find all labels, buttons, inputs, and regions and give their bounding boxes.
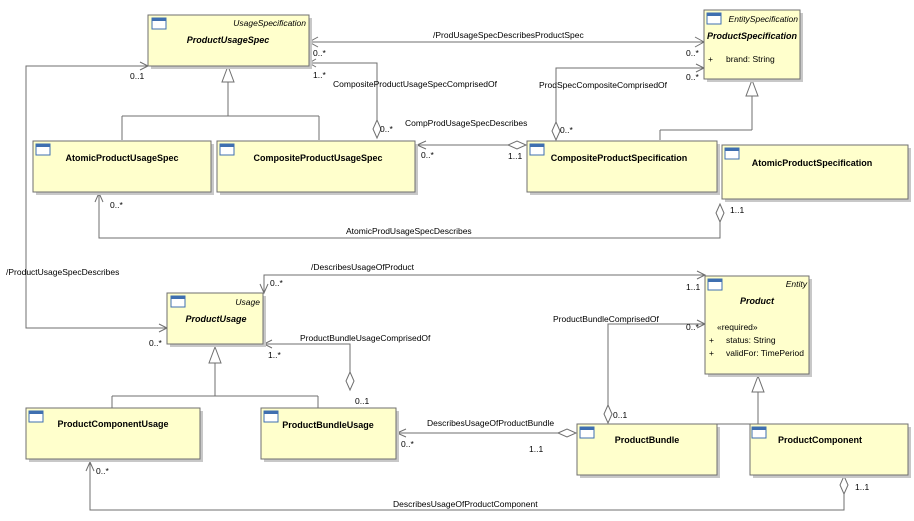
class-name: AtomicProductUsageSpec	[65, 153, 178, 163]
multiplicity: 1..*	[268, 350, 281, 360]
assoc-label: ProductBundleUsageComprisedOf	[300, 333, 431, 343]
multiplicity: 0..*	[686, 48, 699, 58]
assoc-label: /DescribesUsageOfProduct	[311, 262, 415, 272]
class-name: CompositeProductUsageSpec	[253, 153, 382, 163]
generalization-product	[690, 374, 765, 425]
stereotype-label: EntitySpecification	[729, 14, 799, 24]
multiplicity: 0..1	[355, 396, 369, 406]
class-product-usage[interactable]: Usage ProductUsage	[166, 292, 266, 347]
multiplicity: 0..*	[270, 278, 283, 288]
multiplicity: 0..*	[686, 322, 699, 332]
assoc-label: DescribesUsageOfProductComponent	[393, 499, 538, 509]
generalization-product-usage	[111, 345, 319, 408]
assoc-comp-prod-usage-spec-describes[interactable]	[415, 140, 528, 150]
assoc-describes-usage-of-product[interactable]	[259, 270, 707, 295]
assoc-label: AtomicProdUsageSpecDescribes	[346, 226, 472, 236]
class-product-bundle-usage[interactable]: ProductBundleUsage	[260, 407, 399, 462]
attribute-visibility: +	[709, 348, 714, 358]
assoc-describes-usage-of-product-component[interactable]	[85, 460, 849, 511]
multiplicity: 1..1	[686, 282, 700, 292]
assoc-label: ProdSpecCompositeComprisedOf	[539, 80, 668, 90]
class-name: ProductBundleUsage	[282, 420, 374, 430]
assoc-label: ProductBundleComprisedOf	[553, 314, 659, 324]
multiplicity: 1..1	[529, 444, 543, 454]
attribute-brand: brand: String	[726, 54, 775, 64]
class-name: ProductComponent	[778, 435, 862, 445]
stereotype-label: UsageSpecification	[233, 18, 306, 28]
class-product-specification[interactable]: EntitySpecification ProductSpecification…	[703, 9, 803, 82]
multiplicity: 0..*	[110, 200, 123, 210]
multiplicity: 0..*	[149, 338, 162, 348]
class-name: CompositeProductSpecification	[551, 153, 688, 163]
generalization-product-specification	[659, 78, 759, 140]
attribute-valid-for: validFor: TimePeriod	[726, 348, 804, 358]
class-composite-product-specification[interactable]: CompositeProductSpecification	[526, 140, 720, 195]
attribute-section-required: «required»	[717, 322, 758, 332]
class-product-bundle[interactable]: ProductBundle	[576, 423, 720, 478]
multiplicity: 0..*	[560, 125, 573, 135]
multiplicity: 0..*	[686, 72, 699, 82]
class-name: ProductBundle	[615, 435, 680, 445]
assoc-describes-usage-of-product-bundle[interactable]	[395, 428, 578, 438]
assoc-label: DescribesUsageOfProductBundle	[427, 418, 554, 428]
assoc-label: /ProductUsageSpecDescribes	[6, 267, 119, 277]
class-atomic-product-specification[interactable]: AtomicProductSpecification	[721, 144, 911, 202]
class-product[interactable]: Entity Product «required» + status: Stri…	[704, 275, 812, 377]
class-name: AtomicProductSpecification	[752, 158, 873, 168]
assoc-product-bundle-comprised-of[interactable]	[603, 319, 707, 425]
multiplicity: 0..*	[401, 439, 414, 449]
multiplicity: 1..1	[730, 205, 744, 215]
class-name: Product	[740, 296, 775, 306]
multiplicity: 0..*	[380, 124, 393, 134]
multiplicity: 1..1	[855, 482, 869, 492]
multiplicity: 1..1	[508, 151, 522, 161]
assoc-atomic-prod-usage-spec-describes[interactable]	[94, 191, 725, 239]
assoc-prod-spec-composite-comprised-of[interactable]	[551, 63, 706, 142]
stereotype-label: Usage	[235, 297, 260, 307]
attribute-visibility: +	[708, 54, 713, 64]
multiplicity: 1..*	[313, 70, 326, 80]
stereotype-label: Entity	[786, 279, 808, 289]
generalization-product-usage-spec	[121, 64, 320, 140]
class-product-component[interactable]: ProductComponent	[749, 423, 911, 478]
assoc-label: /ProdUsageSpecDescribesProductSpec	[433, 30, 584, 40]
class-name: ProductSpecification	[707, 31, 798, 41]
assoc-product-bundle-usage-comprised-of[interactable]	[262, 339, 355, 392]
class-product-component-usage[interactable]: ProductComponentUsage	[25, 407, 203, 462]
assoc-label: CompositeProductUsageSpecComprisedOf	[333, 79, 498, 89]
class-name: ProductUsageSpec	[187, 35, 270, 45]
class-name: ProductComponentUsage	[57, 419, 168, 429]
attribute-status: status: String	[726, 335, 776, 345]
multiplicity: 0..*	[96, 466, 109, 476]
assoc-label: CompProdUsageSpecDescribes	[405, 118, 527, 128]
class-atomic-product-usage-spec[interactable]: AtomicProductUsageSpec	[32, 140, 214, 195]
attribute-visibility: +	[709, 335, 714, 345]
class-composite-product-usage-spec[interactable]: CompositeProductUsageSpec	[216, 140, 418, 195]
class-name: ProductUsage	[185, 314, 246, 324]
multiplicity: 0..*	[421, 150, 434, 160]
multiplicity: 0..1	[613, 410, 627, 420]
assoc-product-usage-spec-describes[interactable]	[25, 61, 169, 333]
class-product-usage-spec[interactable]: UsageSpecification ProductUsageSpec	[147, 14, 312, 69]
multiplicity: 0..1	[130, 71, 144, 81]
multiplicity: 0..*	[313, 48, 326, 58]
